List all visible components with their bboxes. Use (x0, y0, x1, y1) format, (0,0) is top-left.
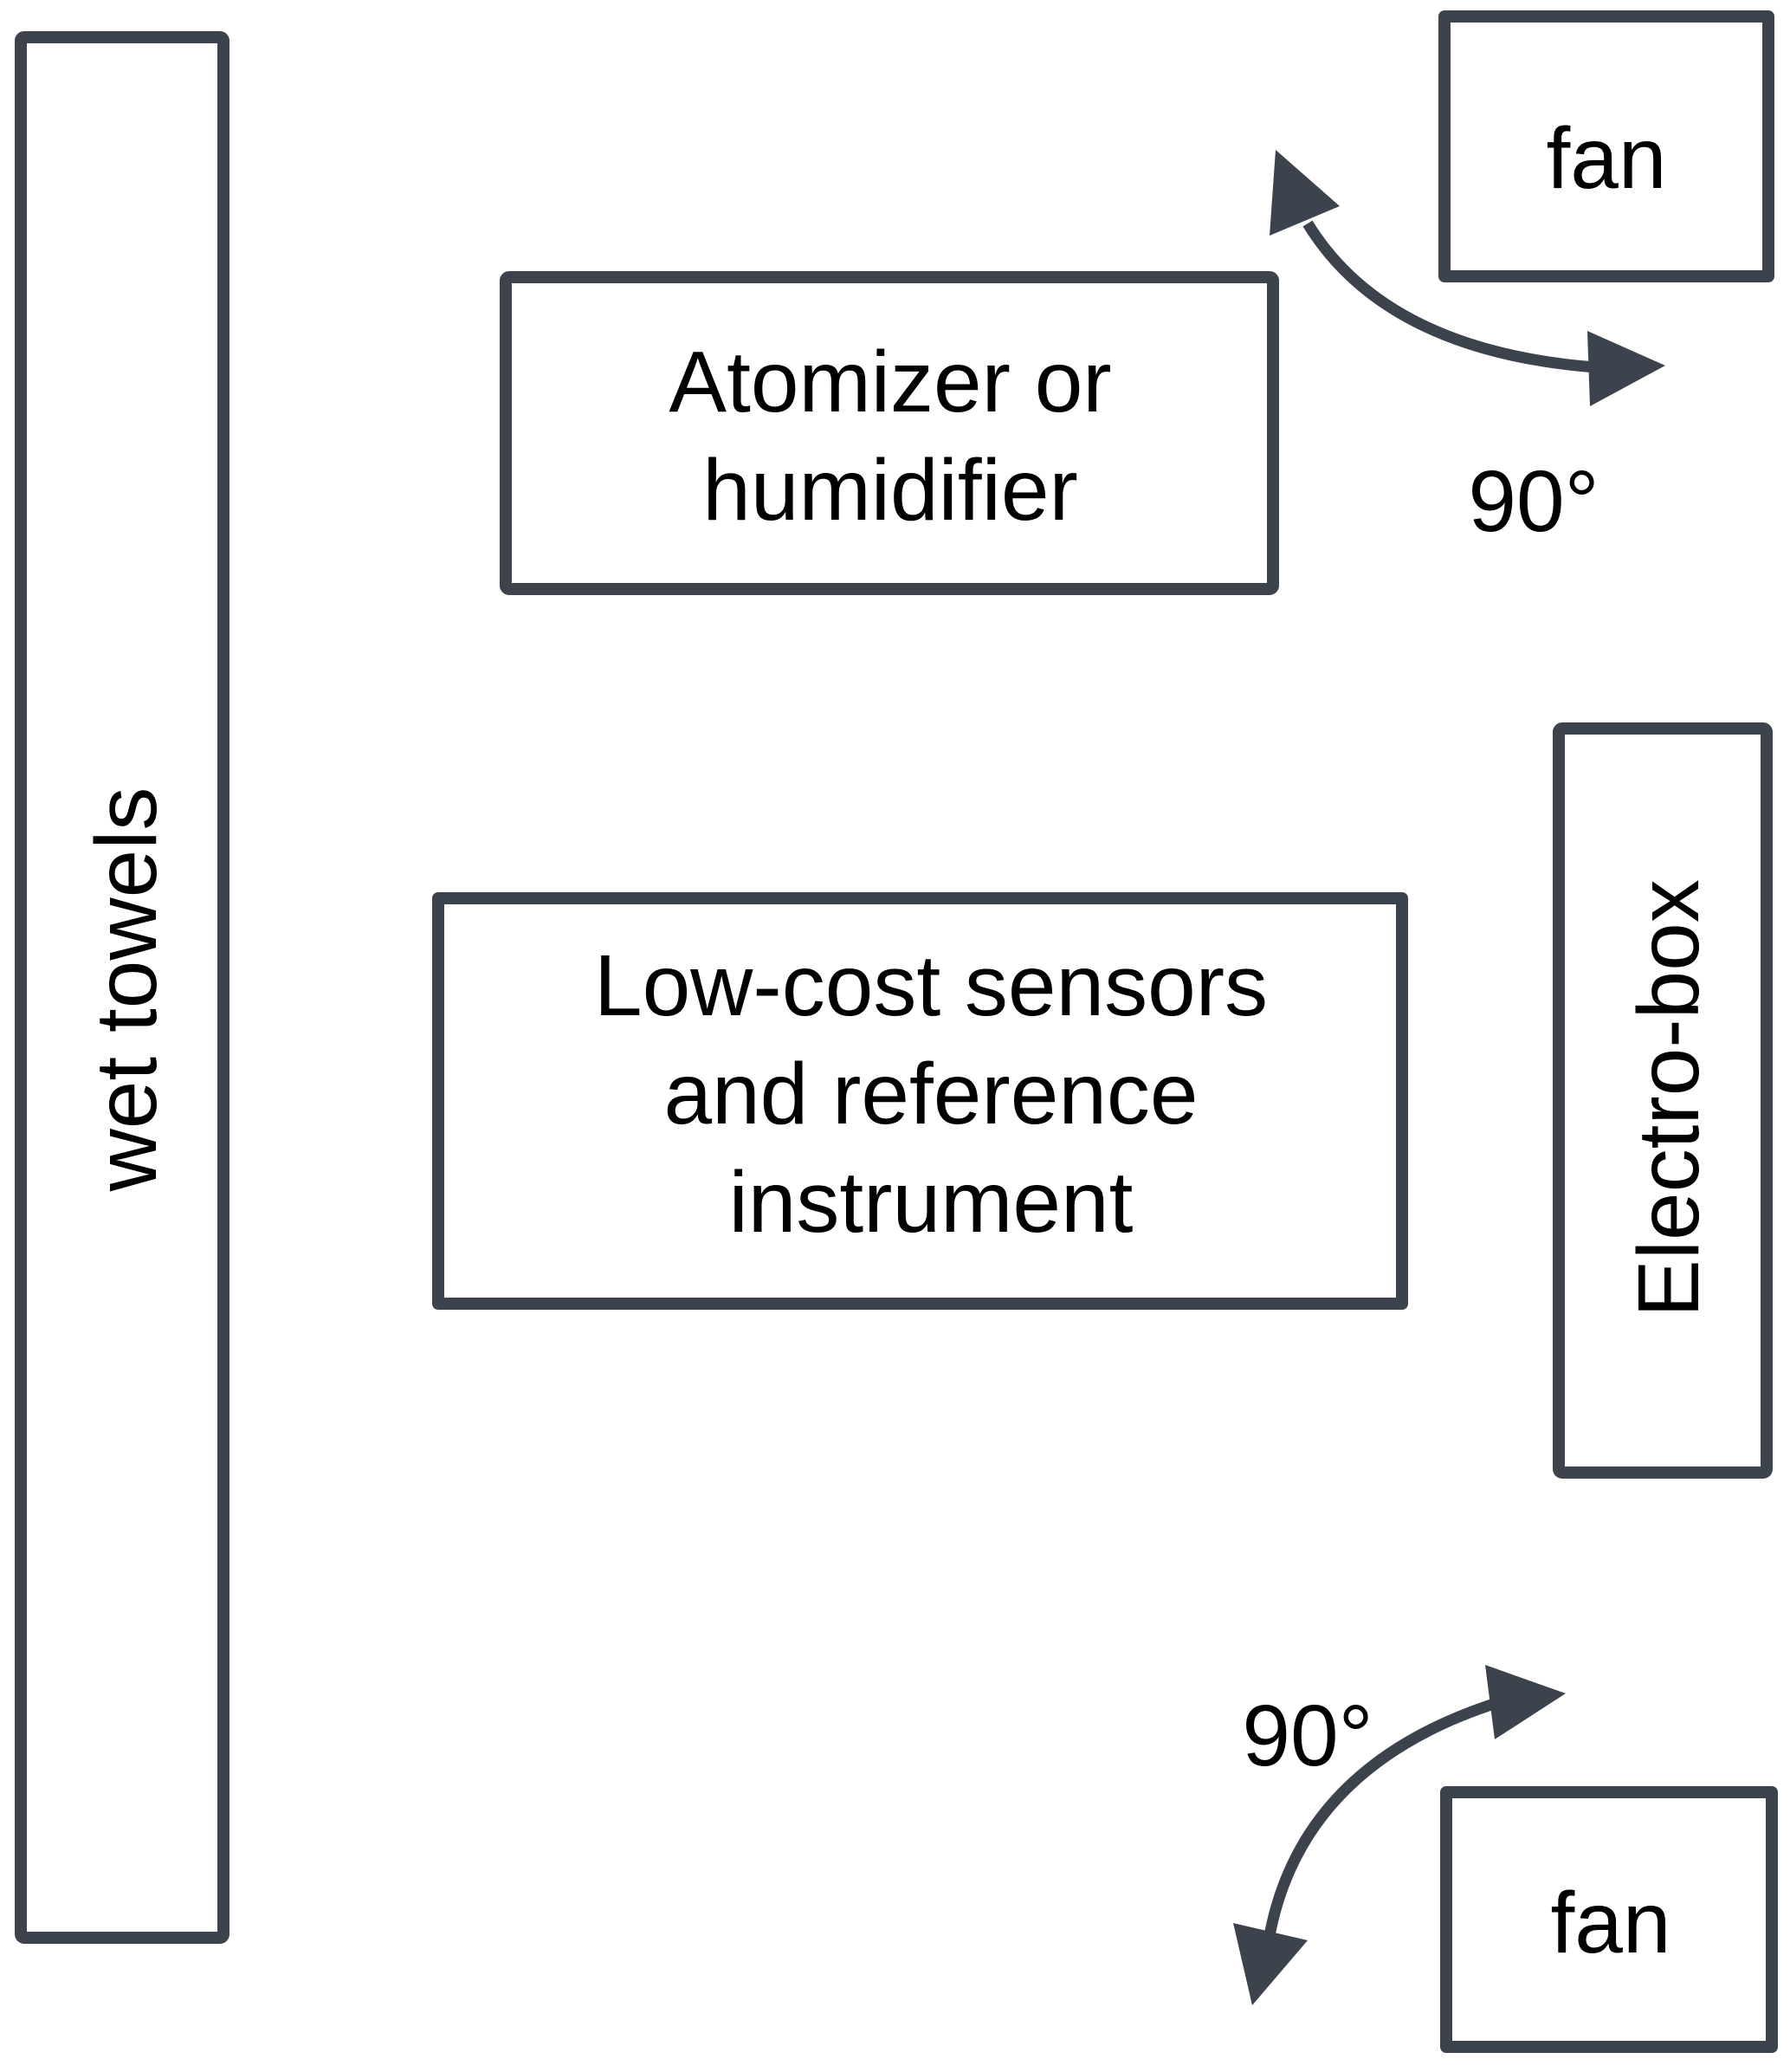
electro-box-component: Electro-box (1553, 722, 1773, 1479)
sensors-label-line-2: and reference (663, 1046, 1198, 1143)
top-arrowhead-up-icon (1270, 150, 1340, 236)
fan-bottom-component: fan (1440, 1786, 1778, 2053)
bottom-arrowhead-down-icon (1233, 1923, 1308, 2005)
atomizer-box (500, 271, 1279, 595)
top-rotation-arrow: 90° (1270, 150, 1665, 550)
wet-towels-box (15, 31, 229, 1944)
fan-bottom-label: fan (1550, 1875, 1670, 1972)
electro-box-label: Electro-box (1620, 879, 1717, 1318)
atomizer-label-line-2: humidifier (702, 442, 1078, 539)
bottom-rotation-label: 90° (1242, 1687, 1373, 1784)
fan-top-box (1438, 10, 1774, 282)
wet-towels-label: wet towels (78, 787, 175, 1193)
wet-towels-component: wet towels (15, 31, 229, 1944)
bottom-rotation-arc (1263, 1697, 1499, 1942)
sensors-component: Low-cost sensors and reference instrumen… (432, 892, 1408, 1310)
fan-top-label: fan (1546, 110, 1666, 207)
fan-bottom-box (1440, 1786, 1778, 2053)
sensors-label-line-1: Low-cost sensors (594, 937, 1268, 1034)
atomizer-label-line-1: Atomizer or (669, 333, 1111, 431)
electro-box-box (1553, 722, 1773, 1479)
sensors-label-line-3: instrument (729, 1154, 1134, 1251)
atomizer-component: Atomizer or humidifier (500, 271, 1279, 595)
sensors-box (432, 892, 1408, 1310)
bottom-arrowhead-right-icon (1485, 1665, 1566, 1739)
top-rotation-arc (1302, 220, 1596, 373)
top-arrowhead-right-icon (1587, 331, 1665, 406)
top-rotation-label: 90° (1468, 453, 1599, 550)
bottom-rotation-arrow: 90° (1233, 1665, 1566, 2005)
fan-top-component: fan (1438, 10, 1774, 282)
